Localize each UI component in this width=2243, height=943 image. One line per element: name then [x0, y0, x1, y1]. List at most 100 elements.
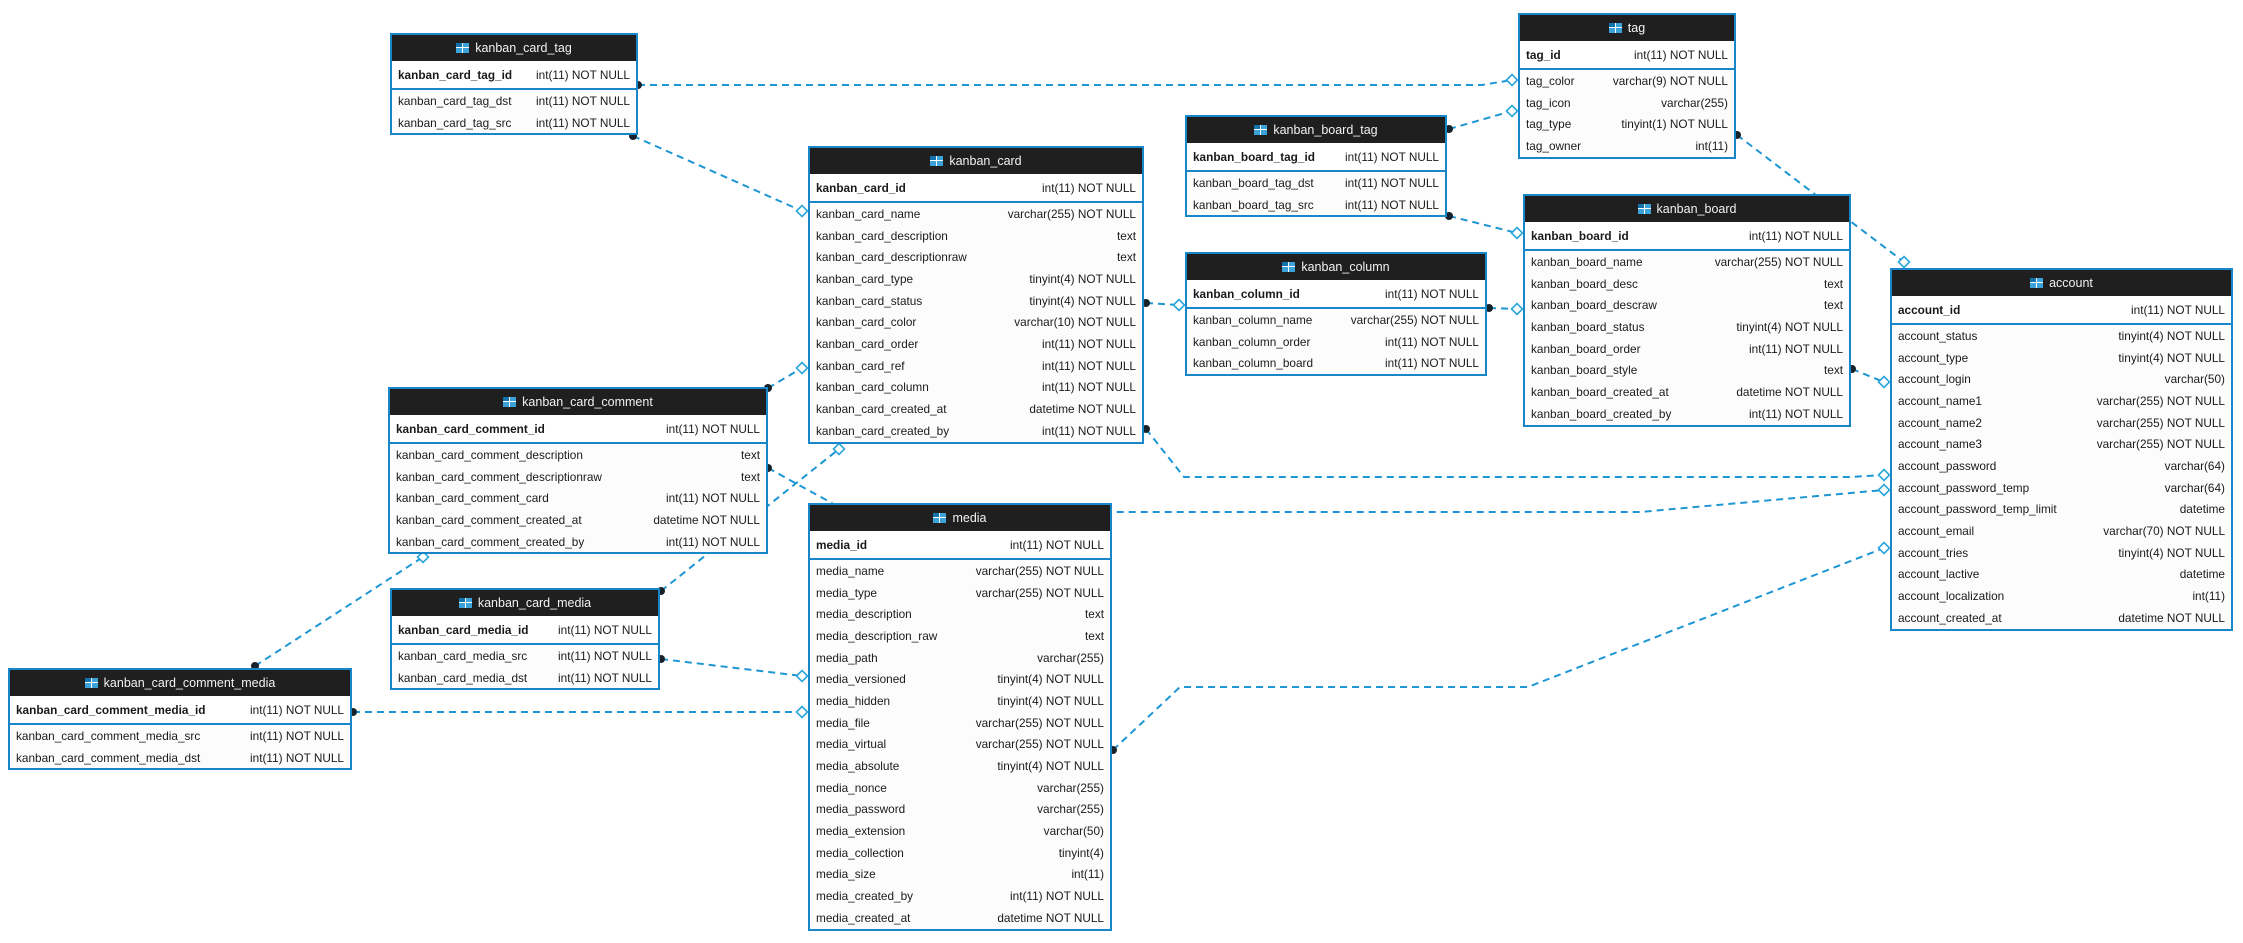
table-header-media[interactable]: media	[810, 505, 1110, 531]
relation-kanban_column-kanban_board[interactable]	[1488, 307, 1518, 310]
table-header-kanban_card_media[interactable]: kanban_card_media	[392, 590, 658, 616]
relation-kanban_card_tag-kanban_card[interactable]	[632, 135, 803, 212]
relation-kanban_card_tag-tag[interactable]	[638, 79, 1513, 86]
table-header-kanban_board_tag[interactable]: kanban_board_tag	[1187, 117, 1445, 143]
relation-kanban_card_media-media[interactable]	[660, 658, 803, 677]
table-header-tag[interactable]: tag	[1520, 15, 1734, 41]
table-header-account[interactable]: account	[1892, 270, 2231, 296]
table-kanban_card_comment_media[interactable]: kanban_card_comment_media kanban_card_com…	[8, 668, 352, 771]
table-header-kanban_column[interactable]: kanban_column	[1187, 254, 1485, 280]
relation-kanban_board-account[interactable]	[1851, 368, 1885, 383]
relation-kanban_card-account[interactable]	[1145, 428, 1885, 478]
table-header-kanban_card_tag[interactable]: kanban_card_tag	[392, 35, 636, 61]
table-header-kanban_card_comment_media[interactable]: kanban_card_comment_media	[10, 670, 350, 696]
table-header-kanban_card_comment[interactable]: kanban_card_comment	[390, 389, 766, 415]
relation-kanban_card-kanban_column[interactable]	[1145, 302, 1180, 306]
relation-kanban_card_comment-kanban_card[interactable]	[767, 367, 803, 389]
relation-kanban_board_tag-kanban_board[interactable]	[1448, 215, 1518, 234]
table-header-kanban_card[interactable]: kanban_card	[810, 148, 1142, 174]
relation-kanban_board_tag-tag[interactable]	[1448, 110, 1513, 130]
relation-media-account[interactable]	[1112, 547, 1885, 751]
table-header-kanban_board[interactable]: kanban_board	[1525, 196, 1849, 222]
